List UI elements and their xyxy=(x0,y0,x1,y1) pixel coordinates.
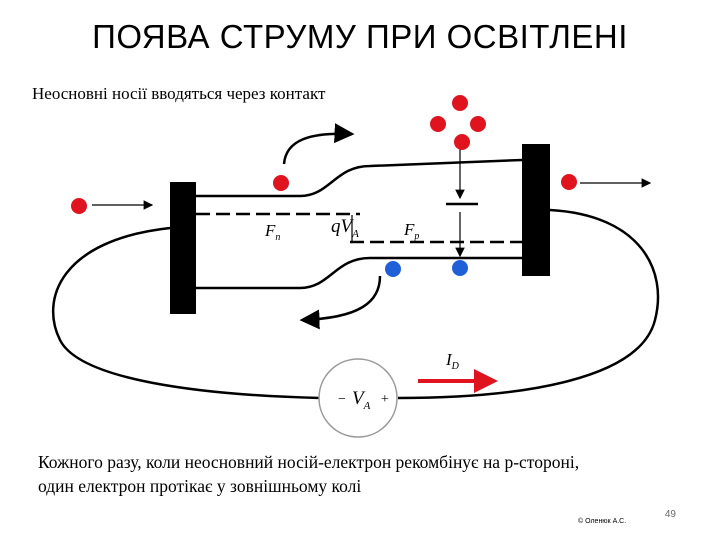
label-fp: Fp xyxy=(403,220,419,242)
caption-line-1: Кожного разу, коли неосновний носій-елек… xyxy=(38,452,580,472)
circuit-wire xyxy=(51,208,660,400)
copyright-note: © Оленюк А.С. xyxy=(578,518,627,525)
voltage-source xyxy=(318,358,398,438)
hole-particle xyxy=(454,134,470,150)
hole-particle xyxy=(430,116,446,132)
right-contact xyxy=(522,144,550,276)
hole-particle xyxy=(561,174,577,190)
page-number: 49 xyxy=(664,509,676,520)
caption-line-2: один електрон протікає у зовнішньому кол… xyxy=(38,476,362,496)
slide-title: ПОЯВА СТРУМУ ПРИ ОСВІТЛЕНІ xyxy=(92,18,628,55)
conduction-band xyxy=(196,158,523,198)
label-qva: qVA xyxy=(331,216,359,240)
curved-arrow-top xyxy=(282,123,355,165)
subtitle: Неосновні носії вводяться через контакт xyxy=(32,84,326,103)
label-fn: Fn xyxy=(264,221,280,243)
curved-arrow-bottom xyxy=(299,275,382,330)
hole-particle xyxy=(273,175,289,191)
source-plus: + xyxy=(380,392,389,407)
electron-particle xyxy=(385,261,401,277)
source-minus: − xyxy=(337,392,346,407)
source-voltage: VA xyxy=(352,388,371,412)
valence-band xyxy=(196,256,522,290)
hole-particle xyxy=(71,198,87,214)
label-id: ID xyxy=(445,350,460,372)
left-contact xyxy=(170,182,196,314)
hole-particle xyxy=(470,116,486,132)
caption: Кожного разу, коли неосновний носій-елек… xyxy=(38,450,698,498)
electron-particle xyxy=(452,260,468,276)
hole-particle xyxy=(452,95,468,111)
